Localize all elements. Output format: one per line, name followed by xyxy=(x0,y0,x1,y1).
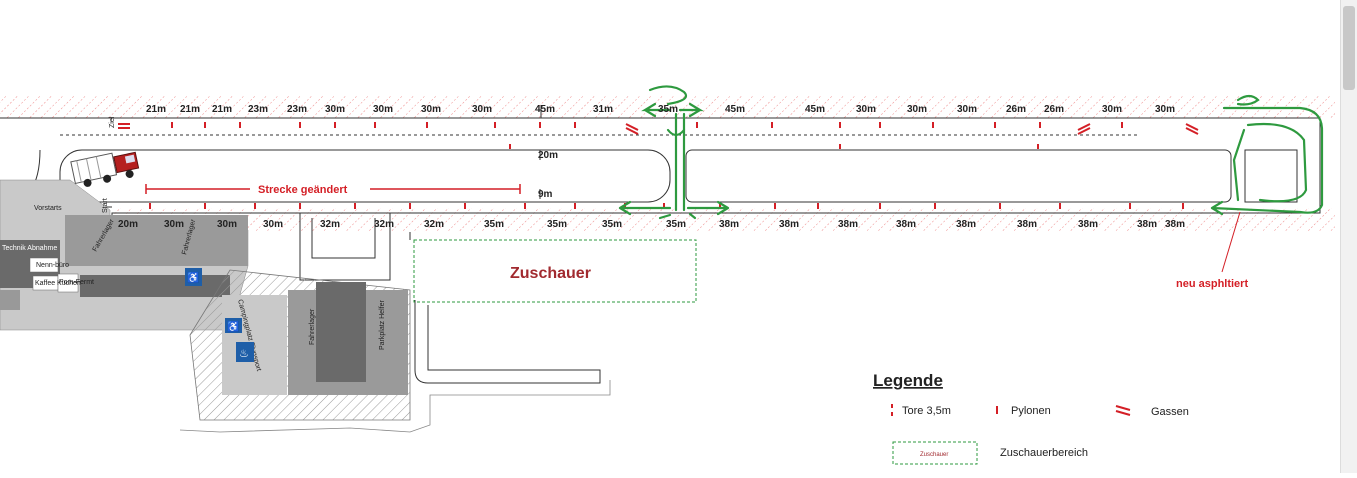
top-distance-label: 30m xyxy=(325,104,345,115)
label-neu-asphaltiert: neu asphltiert xyxy=(1176,278,1248,290)
top-distance-label: 30m xyxy=(856,104,876,115)
scrollbar-thumb[interactable] xyxy=(1343,6,1355,90)
bottom-distance-label: 35m xyxy=(484,219,504,230)
bottom-distance-label: 38m xyxy=(1137,219,1157,230)
bottom-distance-label: 35m xyxy=(602,219,622,230)
bottom-distance-label: 38m xyxy=(1078,219,1098,230)
label-fahrerlager-3: Fahrerlager xyxy=(309,308,316,345)
legend-zuschauerbereich-label: Zuschauerbereich xyxy=(1000,447,1088,459)
bottom-distance-label: 30m xyxy=(263,219,283,230)
bottom-distance-label: 32m xyxy=(424,219,444,230)
top-distance-label: 26m xyxy=(1006,104,1026,115)
label-buero: Nenn-büro xyxy=(36,262,69,269)
top-distance-label: 45m xyxy=(725,104,745,115)
inner-distance-20m: 20m xyxy=(538,150,558,161)
top-distance-label: 30m xyxy=(1155,104,1175,115)
top-distance-label: 21m xyxy=(212,104,232,115)
strecke-geaendert-marker xyxy=(145,184,521,194)
legend-zuschauer-swatch xyxy=(892,441,978,465)
neu-asphaltiert-pointer xyxy=(1221,211,1241,273)
label-pommes: Pom-Fermt xyxy=(59,279,94,286)
legend-gassen-label: Gassen xyxy=(1151,406,1189,418)
bottom-distance-label: 30m xyxy=(217,219,237,230)
bottom-distance-label: 20m xyxy=(118,219,138,230)
top-distance-label: 26m xyxy=(1044,104,1064,115)
svg-text:♿: ♿ xyxy=(227,320,239,333)
inner-distance-9m: 9m xyxy=(538,189,553,200)
top-distance-label: 30m xyxy=(907,104,927,115)
top-distance-label: 30m xyxy=(1102,104,1122,115)
bottom-distance-label: 38m xyxy=(1017,219,1037,230)
gate-markers xyxy=(149,122,1184,209)
legend-tore-label: Tore 3,5m xyxy=(902,405,951,417)
legend: Legende Tore 3,5m Pylonen Gassen Zuschau… xyxy=(873,371,1189,465)
legend-title: Legende xyxy=(873,371,943,390)
label-kaffee: Kaffee Kuchen xyxy=(35,280,81,287)
svg-text:♨: ♨ xyxy=(239,348,249,360)
top-distance-label: 45m xyxy=(535,104,555,115)
bottom-distance-labels: 20m 30m 30m 30m 32m 32m 32m 35m 35m 35m 35m 38m 38m 3… xyxy=(118,219,1185,230)
truck-icon xyxy=(70,151,140,187)
top-distance-label: 23m xyxy=(287,104,307,115)
road-lines xyxy=(179,380,611,433)
bottom-distance-label: 38m xyxy=(779,219,799,230)
bottom-distance-label: 35m xyxy=(547,219,567,230)
bottom-distance-label: 38m xyxy=(896,219,916,230)
top-distance-label: 21m xyxy=(180,104,200,115)
bottom-distance-label: 38m xyxy=(719,219,739,230)
legend-zuschauer-swatch-label: Zuschauer xyxy=(920,452,948,458)
label-technik: Technik Abnahme xyxy=(2,245,57,252)
restroom-icon: ♿ xyxy=(185,268,202,286)
bottom-distance-label: 35m xyxy=(666,219,686,230)
bottom-distance-label: 38m xyxy=(838,219,858,230)
svg-text:♿: ♿ xyxy=(187,271,199,284)
label-parkplatz: Parkplatz Helfer xyxy=(379,300,386,350)
label-zuschauer: Zuschauer xyxy=(510,265,591,282)
top-distance-label: 30m xyxy=(421,104,441,115)
top-distance-label: 21m xyxy=(146,104,166,115)
top-distance-labels: 21m 21m 21m 23m 23m 30m 30m 30m 30m 45m 31m 35m 45m 4… xyxy=(146,104,1175,115)
top-distance-label: 30m xyxy=(373,104,393,115)
restroom-icon: ♿ xyxy=(225,318,242,333)
green-route-annotations xyxy=(618,85,1324,220)
legend-gassen-icon xyxy=(1115,405,1131,416)
label-vorstarts: Vorstarts xyxy=(34,205,62,212)
bottom-distance-label: 32m xyxy=(320,219,340,230)
label-start: Start xyxy=(102,198,109,213)
vertical-scrollbar[interactable] xyxy=(1340,0,1357,473)
top-distance-label: 45m xyxy=(805,104,825,115)
top-distance-label: 30m xyxy=(957,104,977,115)
top-distance-label: 35m xyxy=(658,104,678,115)
legend-pylonen-label: Pylonen xyxy=(1011,405,1051,417)
top-distance-label: 30m xyxy=(472,104,492,115)
top-distance-label: 23m xyxy=(248,104,268,115)
bottom-distance-label: 30m xyxy=(164,219,184,230)
gassen-markers xyxy=(118,123,1199,135)
top-distance-label: 31m xyxy=(593,104,613,115)
track-map: Fahrerlager Fahrerlager Fahrerlager Park… xyxy=(0,85,1335,465)
label-strecke-geaendert: Strecke geändert xyxy=(258,184,348,196)
label-ziel: Ziel xyxy=(109,116,116,128)
fire-icon: ♨ xyxy=(236,342,254,362)
inner-distance-markers: 20m 9m xyxy=(538,105,558,200)
building-block-camping xyxy=(189,269,411,421)
bottom-distance-label: 38m xyxy=(1165,219,1185,230)
bottom-distance-label: 32m xyxy=(374,219,394,230)
zuschauer-area xyxy=(413,239,697,303)
bottom-distance-label: 38m xyxy=(956,219,976,230)
boundary-zone-top xyxy=(0,96,1335,118)
